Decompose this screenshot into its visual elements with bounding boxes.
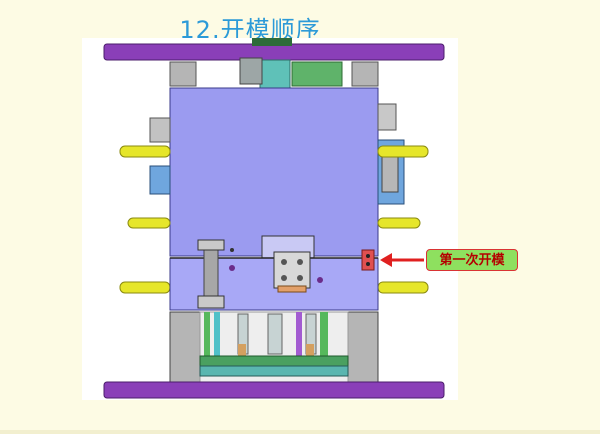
ejector-plate-green xyxy=(199,355,349,367)
ejector-plate-teal xyxy=(199,365,349,377)
bolt xyxy=(366,262,370,266)
ejector-bushing xyxy=(238,344,246,356)
top-center-tab xyxy=(252,38,292,46)
upper-core-grey xyxy=(239,57,263,85)
bottom-clamp-plate xyxy=(103,381,445,399)
mold-plate-main xyxy=(169,87,379,257)
bolt xyxy=(297,259,303,265)
right-attachment-grey xyxy=(381,155,399,193)
support-block-bottom-right xyxy=(347,311,379,383)
center-bolt-block xyxy=(273,251,311,289)
guide-clamp-left-bottom xyxy=(197,295,225,309)
support-block-top-left xyxy=(169,61,197,87)
ejector-pillar-grey-2 xyxy=(267,313,283,355)
ejector-rod-teal xyxy=(214,312,220,356)
upper-core-teal xyxy=(259,59,291,91)
support-block-bottom-left xyxy=(169,311,201,383)
cooling-fitting-right-2 xyxy=(377,217,421,229)
cooling-fitting-left-2 xyxy=(127,217,171,229)
left-attachment-upper xyxy=(149,117,171,143)
ejector-bushing xyxy=(306,344,314,356)
cooling-fitting-right-3 xyxy=(377,281,429,294)
center-orange-plate xyxy=(277,285,307,293)
screw xyxy=(229,265,235,271)
callout-arrow-head xyxy=(380,253,392,267)
support-block-top-right xyxy=(351,61,379,87)
latch-lock-red xyxy=(361,249,375,271)
cooling-fitting-left-1 xyxy=(119,145,171,158)
screw xyxy=(230,248,234,252)
cooling-fitting-left-3 xyxy=(119,281,171,294)
bolt xyxy=(281,275,287,281)
guide-clamp-left-top xyxy=(197,239,225,251)
top-clamp-plate xyxy=(103,43,445,61)
bolt xyxy=(281,259,287,265)
ejector-rod-purple xyxy=(296,312,302,356)
first-open-callout: 第一次开模 xyxy=(426,249,518,271)
left-attachment-blue xyxy=(149,165,171,195)
footer-strip xyxy=(0,430,600,434)
ejector-rod-green2 xyxy=(320,312,328,356)
right-attachment-upper xyxy=(377,103,397,131)
screw xyxy=(317,277,323,283)
upper-core-green xyxy=(291,61,343,87)
bolt xyxy=(297,275,303,281)
bolt xyxy=(366,254,370,258)
ejector-rod-green xyxy=(204,312,210,356)
cooling-fitting-right-1 xyxy=(377,145,429,158)
